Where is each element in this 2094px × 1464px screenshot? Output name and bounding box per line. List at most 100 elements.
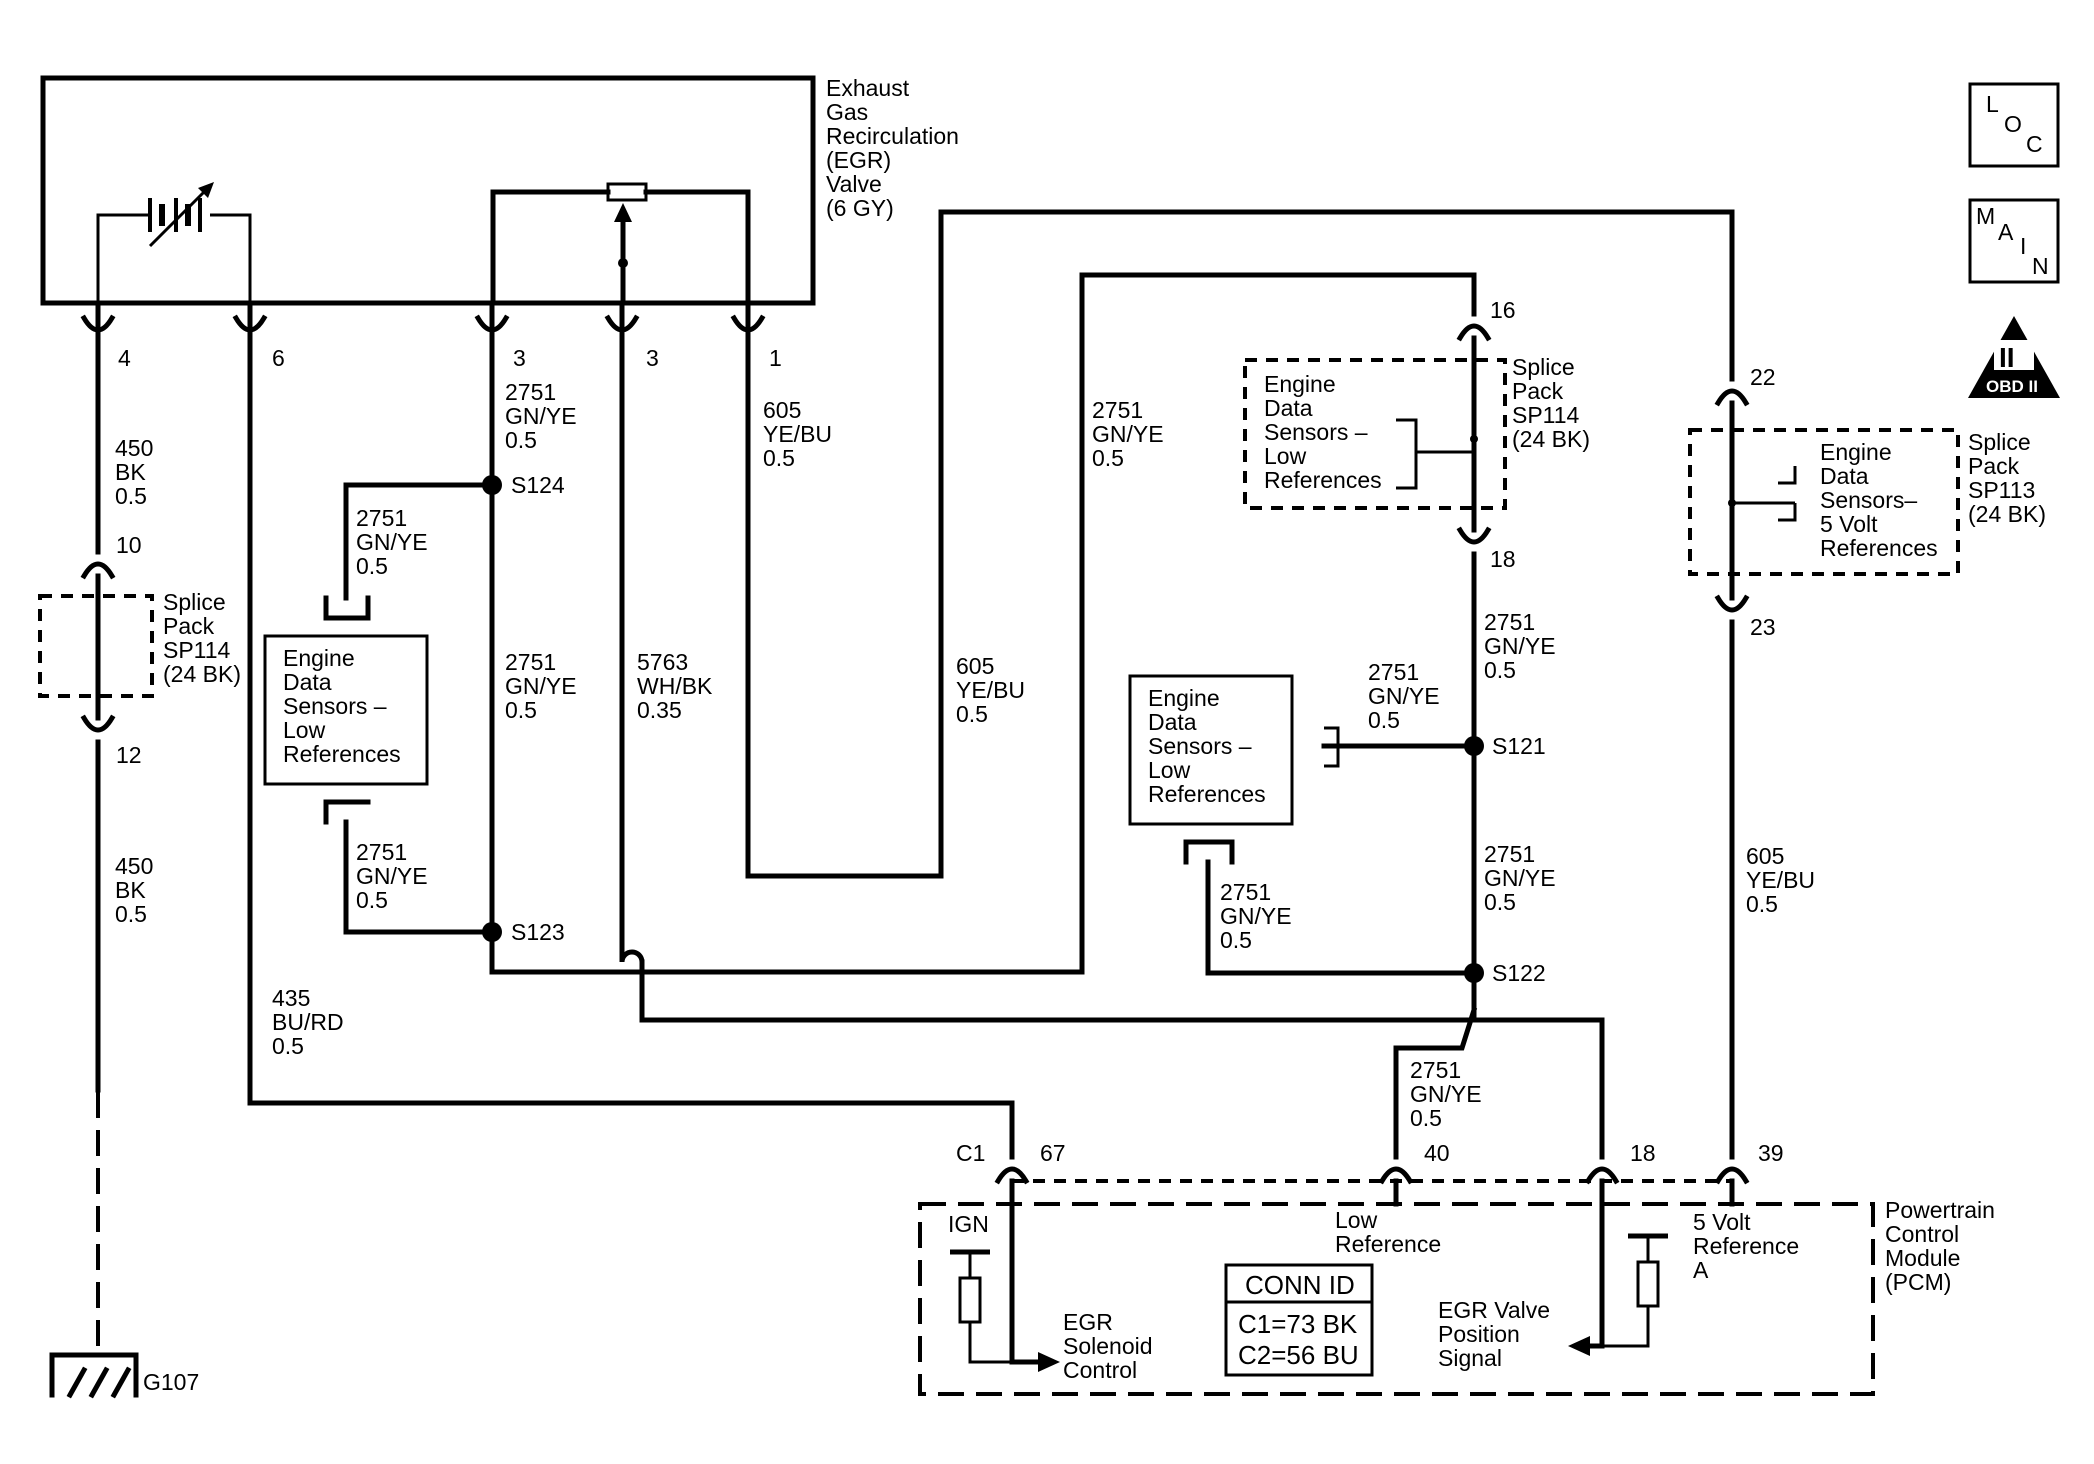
svg-text:3: 3 [646, 345, 659, 371]
svg-text:I: I [2020, 233, 2026, 259]
svg-text:BU/RD: BU/RD [272, 1009, 344, 1035]
svg-text:YE/BU: YE/BU [956, 677, 1025, 703]
svg-text:GN/YE: GN/YE [356, 863, 428, 889]
svg-text:WH/BK: WH/BK [637, 673, 713, 699]
svg-text:S121: S121 [1492, 733, 1546, 759]
svg-text:(PCM): (PCM) [1885, 1269, 1951, 1295]
svg-text:5 Volt: 5 Volt [1820, 511, 1878, 537]
svg-text:Low: Low [1148, 757, 1191, 783]
svg-text:Data: Data [1148, 709, 1197, 735]
svg-text:Data: Data [283, 669, 332, 695]
svg-text:SP114: SP114 [1512, 402, 1580, 428]
svg-text:0.5: 0.5 [115, 483, 147, 509]
svg-text:23: 23 [1750, 614, 1776, 640]
svg-text:GN/YE: GN/YE [1092, 421, 1164, 447]
svg-text:GN/YE: GN/YE [1484, 865, 1556, 891]
svg-text:References: References [1820, 535, 1938, 561]
svg-text:IGN: IGN [948, 1211, 989, 1237]
svg-text:22: 22 [1750, 364, 1776, 390]
svg-text:1: 1 [769, 345, 782, 371]
svg-text:L: L [1986, 91, 1999, 117]
svg-text:2751: 2751 [505, 379, 556, 405]
svg-text:EGR Valve: EGR Valve [1438, 1297, 1550, 1323]
svg-text:2751: 2751 [356, 505, 407, 531]
svg-text:Data: Data [1264, 395, 1313, 421]
svg-text:N: N [2032, 253, 2049, 279]
svg-text:GN/YE: GN/YE [1220, 903, 1292, 929]
svg-text:(6 GY): (6 GY) [826, 195, 894, 221]
svg-text:S123: S123 [511, 919, 565, 945]
svg-text:0.5: 0.5 [1368, 707, 1400, 733]
svg-text:Sensors–: Sensors– [1820, 487, 1917, 513]
svg-text:C1=73 BK: C1=73 BK [1238, 1309, 1358, 1339]
obd-ii-icon: II OBD II [1968, 316, 2060, 398]
connector-id-box: CONN ID C1=73 BK C2=56 BU [1224, 1263, 1374, 1377]
loc-icon: L O C [1968, 82, 2060, 168]
svg-text:GN/YE: GN/YE [1484, 633, 1556, 659]
svg-text:(24 BK): (24 BK) [163, 661, 241, 687]
svg-text:Sensors –: Sensors – [1148, 733, 1252, 759]
svg-text:YE/BU: YE/BU [1746, 867, 1815, 893]
svg-text:5 Volt: 5 Volt [1693, 1209, 1751, 1235]
svg-text:Engine: Engine [1148, 685, 1220, 711]
svg-text:BK: BK [115, 459, 146, 485]
svg-text:Control: Control [1885, 1221, 1959, 1247]
svg-text:39: 39 [1758, 1140, 1784, 1166]
svg-text:0.5: 0.5 [505, 697, 537, 723]
svg-text:CONN ID: CONN ID [1245, 1270, 1355, 1300]
svg-text:References: References [1264, 467, 1382, 493]
svg-text:0.5: 0.5 [272, 1033, 304, 1059]
svg-text:GN/YE: GN/YE [356, 529, 428, 555]
svg-text:4: 4 [118, 345, 131, 371]
svg-text:Sensors –: Sensors – [283, 693, 387, 719]
svg-text:18: 18 [1490, 546, 1516, 572]
svg-text:0.35: 0.35 [637, 697, 682, 723]
svg-text:C2=56 BU: C2=56 BU [1238, 1340, 1359, 1370]
svg-text:Reference: Reference [1693, 1233, 1799, 1259]
svg-text:Pack: Pack [163, 613, 215, 639]
svg-text:0.5: 0.5 [505, 427, 537, 453]
svg-text:Low: Low [1264, 443, 1307, 469]
svg-text:BK: BK [115, 877, 146, 903]
wires [95, 209, 1797, 1352]
svg-text:C: C [2026, 131, 2043, 157]
svg-text:450: 450 [115, 853, 153, 879]
svg-text:(24 BK): (24 BK) [1968, 501, 2046, 527]
svg-text:5763: 5763 [637, 649, 688, 675]
egr-valve [40, 75, 816, 306]
svg-text:EGR: EGR [1063, 1309, 1113, 1335]
svg-text:2751: 2751 [356, 839, 407, 865]
svg-text:YE/BU: YE/BU [763, 421, 832, 447]
svg-text:References: References [1148, 781, 1266, 807]
main-icon: M A I N [1968, 198, 2060, 284]
svg-text:S124: S124 [511, 472, 565, 498]
svg-text:67: 67 [1040, 1140, 1066, 1166]
svg-text:GN/YE: GN/YE [505, 403, 577, 429]
svg-text:2751: 2751 [1092, 397, 1143, 423]
svg-text:0.5: 0.5 [763, 445, 795, 471]
egr-valve-label: Exhaust Gas Recirculation (EGR) Valve (6… [826, 75, 959, 221]
svg-text:6: 6 [272, 345, 285, 371]
svg-text:Splice: Splice [1968, 429, 2031, 455]
svg-text:SP114: SP114 [163, 637, 231, 663]
svg-text:Solenoid: Solenoid [1063, 1333, 1153, 1359]
svg-text:0.5: 0.5 [356, 553, 388, 579]
svg-text:GN/YE: GN/YE [1410, 1081, 1482, 1107]
svg-text:0.5: 0.5 [1220, 927, 1252, 953]
svg-text:12: 12 [116, 742, 142, 768]
svg-text:2751: 2751 [505, 649, 556, 675]
svg-text:3: 3 [513, 345, 526, 371]
ground-label: G107 [143, 1369, 199, 1395]
svg-text:605: 605 [763, 397, 801, 423]
svg-text:Engine: Engine [283, 645, 355, 671]
ground-icon [49, 1352, 139, 1399]
svg-text:Powertrain: Powertrain [1885, 1197, 1995, 1223]
splice-points [482, 435, 1736, 983]
svg-text:Reference: Reference [1335, 1231, 1441, 1257]
svg-text:Low: Low [1335, 1207, 1378, 1233]
svg-text:0.5: 0.5 [1092, 445, 1124, 471]
svg-text:Splice: Splice [1512, 354, 1575, 380]
